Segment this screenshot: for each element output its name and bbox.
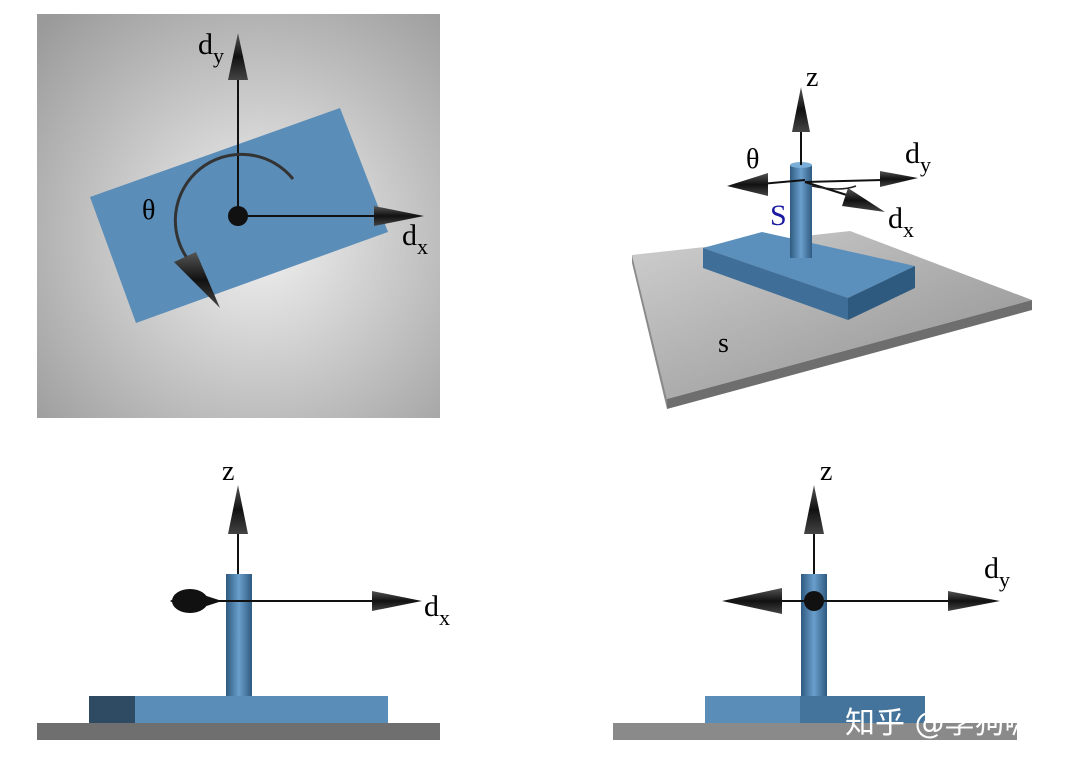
theta-label: θ [142,195,155,226]
dy-label: dy [905,137,931,177]
ground-plate-left-edge [632,255,667,409]
block-shadow [89,696,135,723]
dy-axis-line [804,179,883,183]
block-front [703,248,848,320]
post [226,574,252,696]
dx-arrowhead [372,591,422,611]
block-side [848,266,915,320]
z-arrowhead [804,485,824,534]
dx-label: dx [402,219,428,259]
theta-tail [170,590,222,612]
panel-side-view: z dy [613,456,1017,740]
theta-arrowhead [174,252,220,308]
theta-arrowhead [727,173,768,196]
block [89,696,388,723]
post [790,165,812,258]
dx-label: dx [888,202,914,242]
dy-arrowhead [228,33,248,80]
dy-arrowhead [948,591,1000,611]
theta-label: θ [746,144,759,175]
watermark: 知乎 @李狗嗨 [845,706,1035,741]
ground-bar [37,723,440,740]
body-label: S [770,199,787,232]
panel-top-view: dy dx θ [37,14,440,418]
ground-bar [613,723,1017,740]
dx-arrowhead [374,206,424,226]
origin-point [804,591,824,611]
panel-front-view: z dx [37,456,450,740]
theta-small-arc [811,185,857,190]
z-label: z [806,62,818,93]
panel-perspective-view: z θ dy dx S s [632,62,1032,409]
surface-label: s [718,328,729,359]
dx-arrowhead [842,188,885,212]
block-shade [800,696,925,723]
z-label: z [820,456,832,487]
dy-label: dy [984,552,1010,592]
dy-arrowhead [880,171,918,187]
origin-point [228,206,248,226]
dy-label: dy [198,28,224,68]
block-top [703,232,915,298]
z-arrowhead [228,485,248,534]
ground-plate-edge [667,300,1032,409]
dx-label: dx [424,590,450,630]
theta-arrowhead [722,588,782,614]
theta-rotation-arc [173,152,295,263]
z-label: z [222,456,234,487]
z-arrowhead [792,87,810,132]
